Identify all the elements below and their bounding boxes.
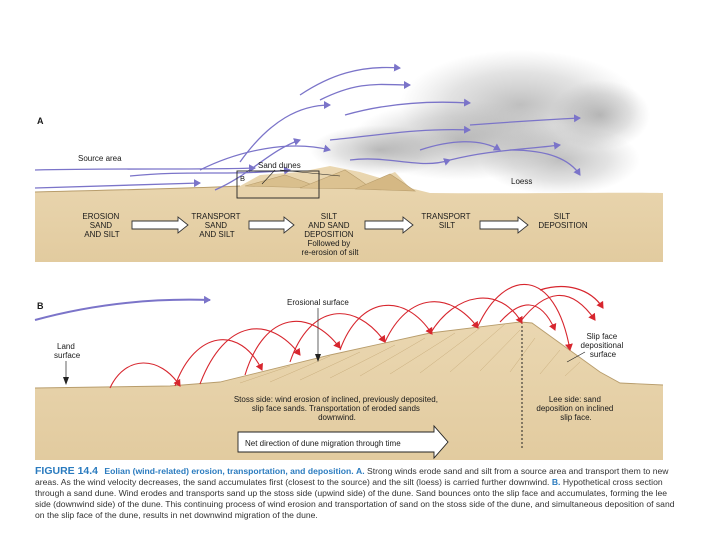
wind-arrows-a [34,63,581,191]
land-surface-label: Land surface [54,342,81,360]
caption-part-a-text: Strong winds erode sand and silt from a … [35,466,669,487]
step-deposition: SILT AND SAND DEPOSITION Followed by re-… [302,212,360,257]
flow-arrow-3 [364,216,414,234]
inset-box-b [236,170,320,199]
flow-arrow-2 [248,216,295,234]
migration-arrow [237,424,449,460]
flow-arrow-4 [479,216,529,234]
dune-cross-section [35,322,663,460]
loess-label: Loess [511,177,532,186]
process-flow: EROSION SAND AND SILT TRANSPORT SAND AND… [82,212,587,257]
sand-dunes-label: Sand dunes [258,161,301,170]
step-erosion: EROSION SAND AND SILT [82,212,121,239]
figure-caption: FIGURE 14.4 Eolian (wind-related) erosio… [35,466,675,521]
slip-face-label: Slip face depositional surface [581,332,626,359]
caption-part-a-label: A. [356,466,365,476]
flow-arrows [131,216,529,234]
lee-side-label: Lee side: sand deposition on inclined sl… [536,395,615,422]
caption-part-b-label: B. [551,477,561,487]
erosional-surface-label: Erosional surface [287,298,349,307]
step-transport-silt: TRANSPORT SILT [421,212,472,230]
sand-dunes-a [244,169,416,192]
figure-number: FIGURE 14.4 [35,465,99,477]
flow-arrow-1 [131,216,189,234]
caption-part-b-text: Hypothetical cross section through a san… [35,477,675,520]
migration-label: Net direction of dune migration through … [245,439,401,448]
wind-arrow-b [34,295,211,321]
stoss-side-label: Stoss side: wind erosion of inclined, pr… [234,395,440,422]
step-silt-deposition: SILT DEPOSITION [538,212,588,230]
source-area-label: Source area [78,154,122,163]
saltation-arrows [109,283,596,389]
panel-a-letter: A [37,116,44,126]
cross-bedding [239,323,581,384]
panel-b: B [34,283,664,460]
dust-cloud [310,50,650,195]
figure-title: Eolian (wind-related) erosion, transport… [104,466,354,476]
inset-letter: B [240,174,245,183]
panel-b-letter: B [37,301,44,311]
slip-face-arrow [539,286,604,309]
panel-a: A [34,50,663,262]
step-transport-sand: TRANSPORT SAND AND SILT [191,212,242,239]
panel-a-ground [35,166,663,262]
